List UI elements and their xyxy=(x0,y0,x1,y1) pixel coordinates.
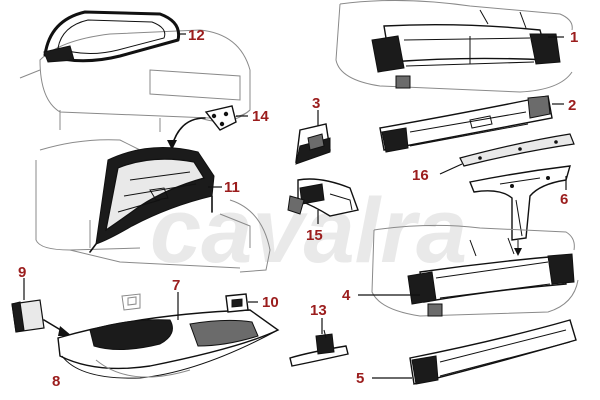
part-5-lower-valance xyxy=(409,319,577,385)
part-6-inner-panel xyxy=(469,165,571,241)
part-16-brace xyxy=(459,133,575,167)
callout-10: 10 xyxy=(262,294,279,311)
part-9-pad xyxy=(11,299,45,333)
callout-4: 4 xyxy=(342,287,351,304)
part-13-latch xyxy=(289,329,349,367)
callout-12: 12 xyxy=(188,27,205,44)
callout-13: 13 xyxy=(310,302,327,319)
callout-3: 3 xyxy=(312,95,320,112)
hinge-arrow xyxy=(171,117,206,147)
leader-16 xyxy=(439,163,463,175)
part-2-rear-valance xyxy=(379,95,553,153)
callout-6: 6 xyxy=(560,191,568,208)
callout-11: 11 xyxy=(224,179,240,196)
part-14-hinge-plate xyxy=(204,105,237,131)
arrow-6-head xyxy=(514,248,522,256)
callout-7: 7 xyxy=(172,277,180,294)
part-4-tail-panel xyxy=(371,224,579,317)
callout-5: 5 xyxy=(356,370,364,387)
callout-9: 9 xyxy=(18,264,26,281)
callout-2: 2 xyxy=(568,97,576,114)
part-15-bracket xyxy=(287,178,359,217)
ghost-clip xyxy=(121,293,141,311)
part-11-boot-lid xyxy=(35,139,271,273)
callout-15: 15 xyxy=(306,227,323,244)
part-1-tail-panel xyxy=(335,0,573,93)
callout-14: 14 xyxy=(252,108,269,125)
part-7-boot-floor xyxy=(57,309,280,379)
hinge-arrow-head xyxy=(167,140,177,150)
callout-8: 8 xyxy=(52,373,60,390)
callout-1: 1 xyxy=(570,29,578,46)
part-3-bracket xyxy=(295,123,331,165)
part-10-clip xyxy=(225,293,249,313)
callout-16: 16 xyxy=(412,167,429,184)
part-12-rear-window xyxy=(19,10,251,132)
arrow-9-head xyxy=(58,326,72,336)
